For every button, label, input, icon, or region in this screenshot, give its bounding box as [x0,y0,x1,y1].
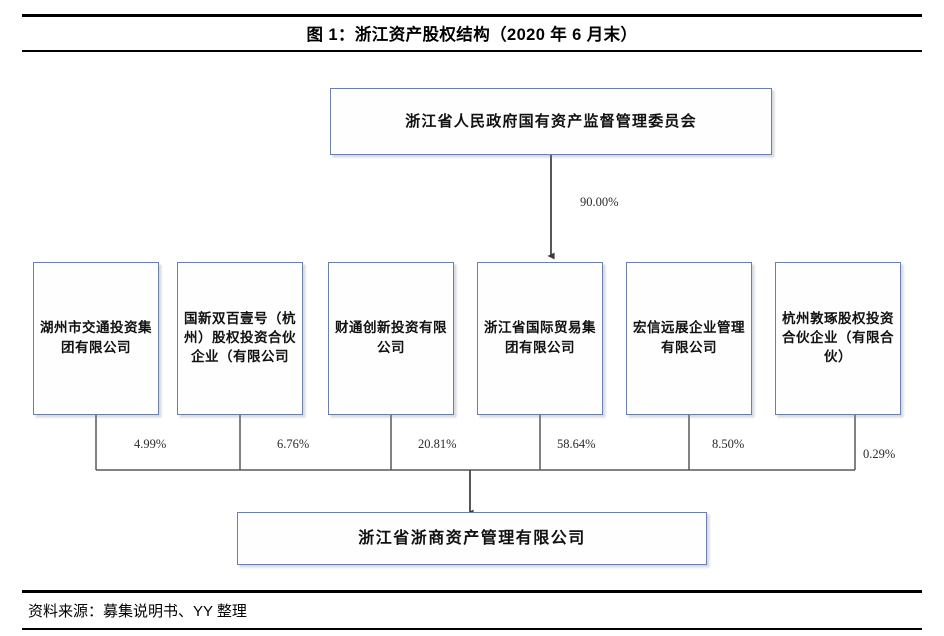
edge-label-percent-1: 6.76% [277,437,310,451]
node-shareholder-caitong-innov[interactable]: 财通创新投资有限公司 [328,262,454,415]
node-label: 湖州市交通投资集团有限公司 [40,320,152,356]
title-rule-top [22,14,922,17]
node-shareholder-hongxin-yuanzhan[interactable]: 宏信远展企业管理有限公司 [626,262,752,415]
figure-source: 资料来源：募集说明书、YY 整理 [28,602,247,620]
edge-label-percent-4: 8.50% [712,437,745,451]
footer-rule-top [22,590,922,593]
node-shareholder-intl-trade[interactable]: 浙江省国际贸易集团有限公司 [477,262,603,415]
edge-label-percent-0: 4.99% [134,437,167,451]
edge-label-percent-5: 0.29% [863,447,896,461]
node-shareholder-huzhou-transport[interactable]: 湖州市交通投资集团有限公司 [33,262,159,415]
node-label: 国新双百壹号（杭州）股权投资合伙企业（有限公司 [184,310,296,366]
edge-label-percent-3: 58.64% [557,437,596,451]
title-rule-bottom [22,50,922,52]
node-state-sasac[interactable]: 浙江省人民政府国有资产监督管理委员会 [330,88,772,155]
node-label: 浙江省人民政府国有资产监督管理委员会 [405,111,697,130]
node-shareholder-hangzhou-dunzhuo[interactable]: 杭州敦琢股权投资合伙企业（有限合伙） [775,262,901,415]
node-label: 杭州敦琢股权投资合伙企业（有限合伙） [782,310,894,366]
edge-label-sasac-stake: 90.00% [580,195,619,209]
node-label: 浙江省浙商资产管理有限公司 [358,528,586,548]
node-target-zheshang-amc[interactable]: 浙江省浙商资产管理有限公司 [237,512,707,565]
connector-lines [95,155,856,517]
node-label: 宏信远展企业管理有限公司 [633,320,745,356]
edge-label-percent-2: 20.81% [418,437,457,451]
node-label: 财通创新投资有限公司 [335,320,447,356]
figure-title: 图 1：浙江资产股权结构（2020 年 6 月末） [306,26,638,44]
node-shareholder-guoxin-shuangbai[interactable]: 国新双百壹号（杭州）股权投资合伙企业（有限公司 [177,262,303,415]
footer-rule-bottom [22,628,922,630]
node-label: 浙江省国际贸易集团有限公司 [484,320,596,356]
ownership-diagram: 浙江省人民政府国有资产监督管理委员会 90.00% 湖州市交通投资集团有限公司 … [0,56,944,590]
